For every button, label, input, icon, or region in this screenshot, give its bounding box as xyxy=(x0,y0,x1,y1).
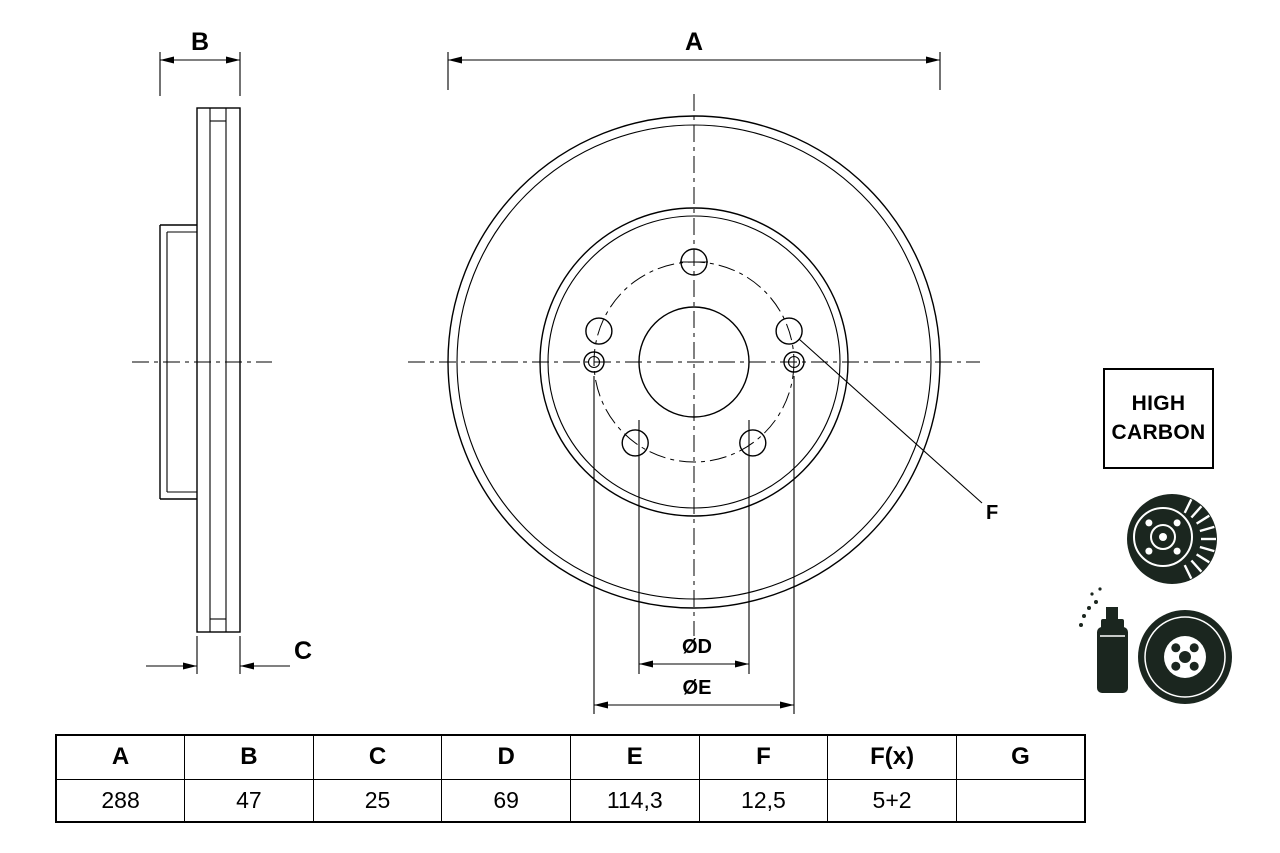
vented-disc-icon xyxy=(1127,494,1217,584)
table-header-cell: E xyxy=(570,734,700,780)
table-header-cell: A xyxy=(55,734,186,780)
coated-disc-icon xyxy=(1138,610,1232,704)
dimension-label-c: C xyxy=(294,637,312,665)
dimension-label-d: ØD xyxy=(682,636,712,658)
badge-line-2: CARBON xyxy=(1111,420,1206,444)
technical-drawing: B C xyxy=(132,28,1232,714)
dimension-e: ØE xyxy=(593,376,795,714)
table-header-cell: F(x) xyxy=(827,734,957,780)
table-value-cell: 5+2 xyxy=(827,778,957,823)
dimension-label-a: A xyxy=(685,28,703,56)
table-header-cell: C xyxy=(312,734,443,780)
dimension-c: C xyxy=(146,636,312,674)
front-view xyxy=(408,94,980,636)
dimension-d: ØD xyxy=(638,420,750,674)
table-value-row: 288 47 25 69 114,3 12,5 5+2 xyxy=(55,778,1086,823)
dimension-table: A B C D E F F(x) G 288 47 25 69 114,3 12… xyxy=(55,734,1086,823)
side-view xyxy=(132,107,272,633)
high-carbon-badge: HIGH CARBON xyxy=(1103,368,1214,469)
table-value-cell: 25 xyxy=(312,778,443,823)
table-value-cell: 47 xyxy=(184,778,314,823)
dimension-b: B xyxy=(159,28,241,96)
dimension-label-e: ØE xyxy=(683,677,712,699)
table-value-cell xyxy=(955,778,1086,823)
table-value-cell: 114,3 xyxy=(570,778,700,823)
table-value-cell: 288 xyxy=(55,778,186,823)
table-header-cell: D xyxy=(441,734,571,780)
table-header-cell: B xyxy=(184,734,314,780)
spray-can-icon xyxy=(1079,587,1128,693)
table-header-cell: F xyxy=(698,734,829,780)
bolt-holes xyxy=(585,248,803,457)
table-value-cell: 12,5 xyxy=(698,778,829,823)
table-value-cell: 69 xyxy=(441,778,571,823)
dimension-label-f: F xyxy=(986,502,998,524)
table-header-row: A B C D E F F(x) G xyxy=(55,734,1086,780)
dimension-f: F xyxy=(798,338,998,524)
dimension-a: A xyxy=(447,28,941,90)
table-header-cell: G xyxy=(955,734,1086,780)
badge-line-1: HIGH xyxy=(1131,392,1186,416)
dimension-label-b: B xyxy=(191,28,209,56)
